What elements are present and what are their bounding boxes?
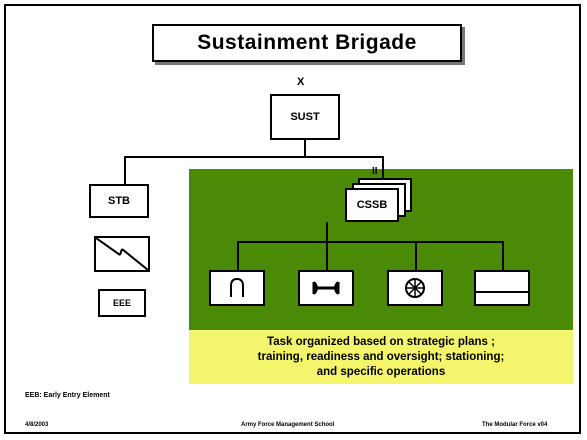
connector-to-stb xyxy=(124,156,126,184)
connector-to-maintenance xyxy=(237,241,239,270)
note-line-1: Task organized based on strategic plans … xyxy=(267,335,495,348)
title-box: Sustainment Brigade xyxy=(152,24,462,62)
connector-sust-horizontal xyxy=(124,156,384,158)
connector-to-cssb xyxy=(382,156,384,178)
footnote: EEB: Early Entry Element xyxy=(25,392,110,399)
sust-unit-label: SUST xyxy=(290,111,320,123)
connector-cssb-down xyxy=(326,222,328,242)
sust-unit-box: SUST xyxy=(270,94,340,140)
signal-icon xyxy=(96,238,148,270)
stb-unit-box: STB xyxy=(89,184,149,218)
footer-center: Army Force Management School xyxy=(241,422,335,428)
medical-icon xyxy=(405,278,425,298)
transport-icon xyxy=(312,281,340,295)
slide: Sustainment Brigade X SUST STB EEE CSSB … xyxy=(4,4,581,434)
connector-to-support xyxy=(502,241,504,270)
footer-date: 4/8/2003 xyxy=(25,422,49,428)
footer-right: The Modular Force v04 xyxy=(482,422,548,428)
connector-sust-down xyxy=(304,140,306,157)
eeb-unit-box: EEE xyxy=(98,289,146,317)
transport-unit-box xyxy=(298,270,354,306)
cssb-unit-box: CSSB xyxy=(345,188,399,222)
connector-to-medical xyxy=(415,241,417,270)
support-icon xyxy=(476,291,528,293)
stb-unit-label: STB xyxy=(108,195,130,207)
medical-unit-box xyxy=(387,270,443,306)
maintenance-icon xyxy=(230,277,244,297)
connector-cssb-horizontal xyxy=(237,241,503,243)
note-line-3: and specific operations xyxy=(316,365,446,378)
slide-title: Sustainment Brigade xyxy=(197,31,417,54)
task-organization-note: Task organized based on strategic plans … xyxy=(189,330,573,384)
maintenance-unit-box xyxy=(209,270,265,306)
note-line-2: training, readiness and oversight; stati… xyxy=(257,350,505,363)
connector-to-transport xyxy=(326,241,328,270)
sust-echelon-mark: X xyxy=(297,76,305,88)
support-unit-box xyxy=(474,270,530,306)
cssb-unit-label: CSSB xyxy=(356,199,388,211)
signal-unit-box xyxy=(94,236,150,272)
eeb-unit-label: EEE xyxy=(112,298,131,308)
cssb-echelon-mark: II xyxy=(372,166,378,177)
